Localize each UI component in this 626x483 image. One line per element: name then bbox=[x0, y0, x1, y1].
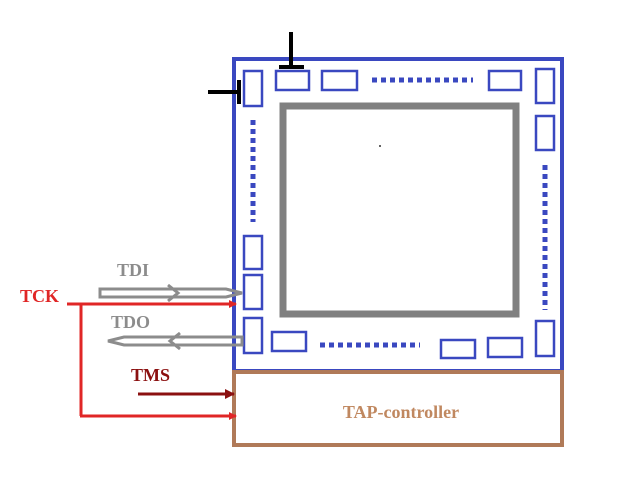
boundary-cell bbox=[534, 114, 556, 152]
boundary-cell bbox=[486, 336, 524, 359]
boundary-cell bbox=[274, 69, 311, 92]
boundary-cells bbox=[242, 67, 556, 360]
boundary-cell bbox=[242, 316, 264, 355]
tms-label: TMS bbox=[131, 365, 170, 385]
chip-core bbox=[279, 102, 520, 318]
cell-chains bbox=[250, 77, 548, 348]
tdo-arrow bbox=[107, 331, 244, 351]
boundary-cell bbox=[487, 69, 523, 92]
pin-markers bbox=[208, 32, 304, 104]
boundary-cell bbox=[242, 234, 264, 271]
tap-controller-box bbox=[232, 370, 564, 447]
boundary-cell bbox=[534, 67, 556, 105]
tap-controller-label: TAP-controller bbox=[343, 402, 459, 422]
tck-label: TCK bbox=[20, 286, 59, 306]
tdi-label: TDI bbox=[117, 260, 149, 280]
tck-wire bbox=[67, 300, 237, 420]
boundary-cell bbox=[534, 319, 556, 358]
boundary-cell bbox=[270, 330, 308, 353]
tdo-label: TDO bbox=[111, 312, 150, 332]
boundary-cell bbox=[320, 69, 359, 92]
boundary-cell bbox=[242, 69, 264, 108]
core-center-dot bbox=[379, 145, 381, 147]
boundary-cell bbox=[439, 338, 477, 360]
boundary-cell bbox=[242, 273, 264, 311]
tdi-arrow bbox=[98, 283, 243, 303]
